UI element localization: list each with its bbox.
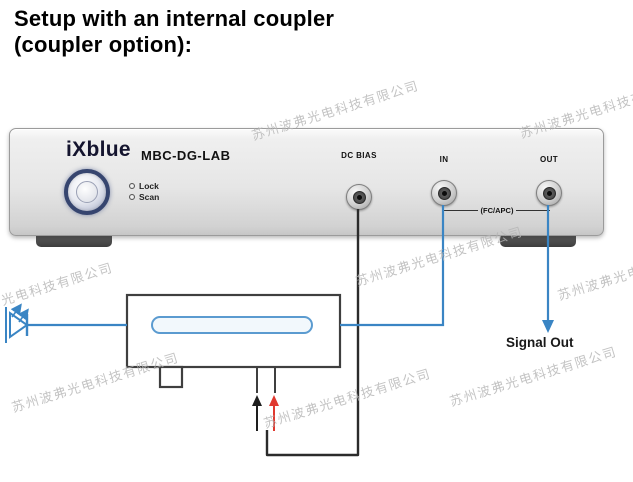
laser-diode-icon [9, 311, 29, 339]
in-connector-hole [441, 190, 447, 196]
watermark-text: 苏州波弗光电科技有限公司 [447, 343, 619, 410]
out-connector-hole [546, 190, 552, 196]
lock-indicator: Lock [129, 181, 159, 191]
lock-led-icon [129, 183, 135, 189]
modulator-waveguide [151, 316, 313, 334]
device-foot-left [36, 235, 112, 247]
lock-led-label: Lock [139, 181, 159, 191]
signal-out-arrow-head [542, 320, 554, 333]
in-connector-ring [437, 186, 451, 200]
dc-bias-label: DC BIAS [341, 151, 377, 160]
out-label: OUT [539, 155, 559, 164]
signal-out-label: Signal Out [506, 335, 574, 350]
out-connector-ring [542, 186, 556, 200]
in-label: IN [439, 155, 449, 164]
power-button [64, 169, 110, 215]
scan-led-icon [129, 194, 135, 200]
dc-bias-connector-ring [352, 190, 366, 204]
fcapc-text: (FC/APC) [480, 206, 514, 215]
in-connector [431, 180, 457, 206]
bias-arrow-black-head [252, 395, 262, 406]
bias-arrow-red-head [269, 395, 279, 406]
power-button-center [76, 181, 98, 203]
watermark-text: 苏州波弗光电科技有限公司 [9, 349, 181, 416]
brand-logo: iXblue [66, 138, 131, 161]
out-connector [536, 180, 562, 206]
fcapc-line-right [516, 210, 551, 211]
figure-title: Setup with an internal coupler (coupler … [14, 6, 334, 59]
device-front-panel: iXblue MBC-DG-LAB Lock Scan DC BIAS IN O… [9, 128, 604, 236]
laser-emission-arrow-1 [10, 303, 22, 318]
scan-indicator: Scan [129, 192, 159, 202]
laser-emission-arrow-2 [17, 308, 29, 323]
figure-title-line2: (coupler option): [14, 32, 193, 58]
modulator-body [125, 293, 342, 369]
dc-bias-connector [346, 184, 372, 210]
figure-title-line1: Setup with an internal coupler [14, 6, 335, 31]
model-label: MBC-DG-LAB [141, 148, 231, 163]
modulator-tab [158, 365, 184, 389]
dc-bias-wire [265, 209, 360, 457]
watermark-text: 苏州波弗光电科技有限公司 [0, 259, 115, 326]
scan-led-label: Scan [139, 192, 160, 202]
device-foot-right [500, 235, 576, 247]
dc-bias-connector-hole [356, 194, 362, 200]
fcapc-line-left [444, 210, 478, 211]
watermark-text: 苏州波弗光电科技有限公司 [261, 365, 433, 432]
fcapc-note: (FC/APC) [444, 206, 551, 215]
